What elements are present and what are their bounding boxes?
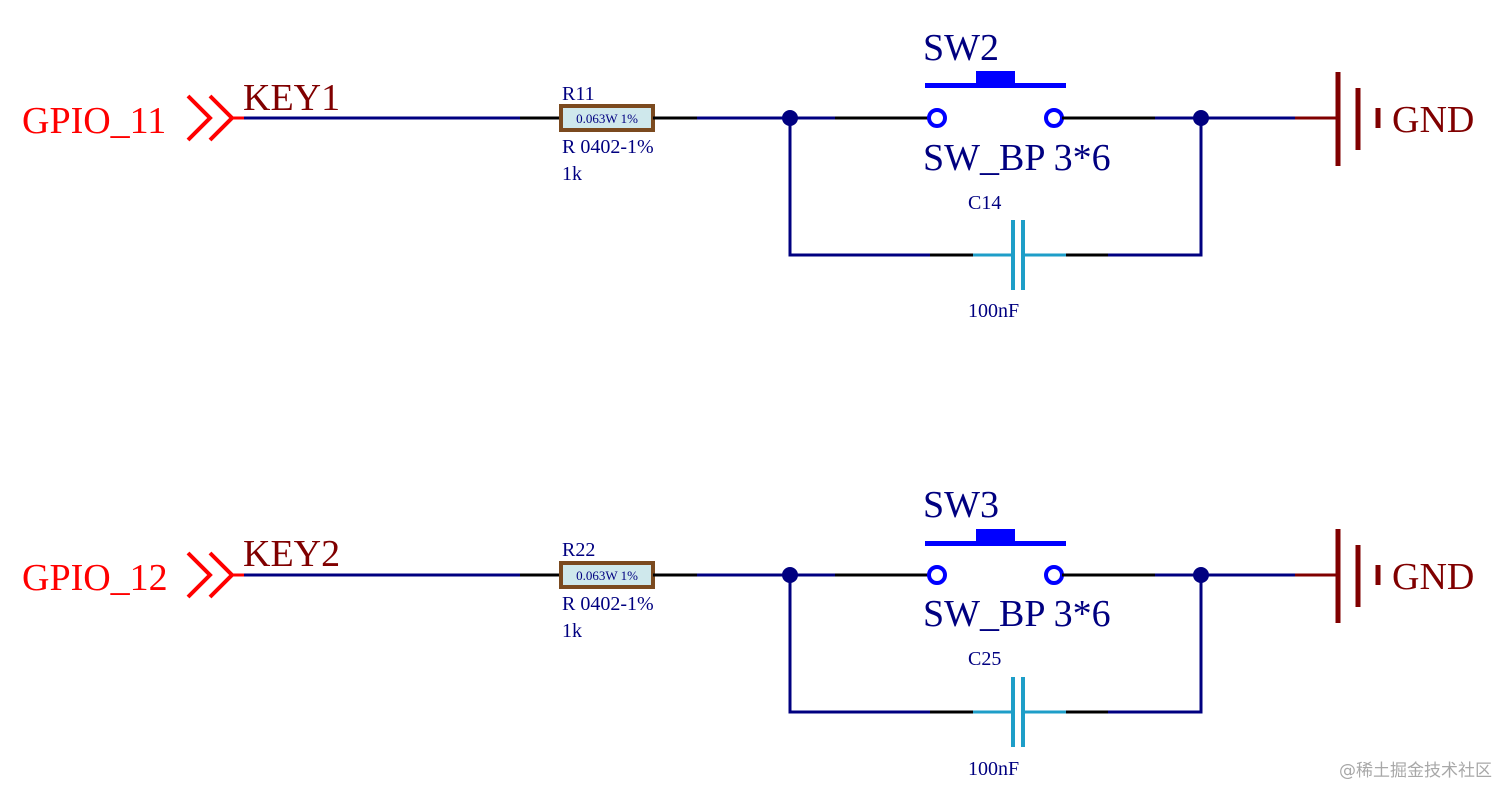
r11-value: 1k (562, 163, 582, 185)
r11-rating: 0.063W 1% (576, 111, 638, 126)
gnd-label-2: GND (1392, 556, 1474, 598)
sw2-plunger-button (976, 71, 1015, 84)
watermark: @稀土掘金技术社区 (1339, 761, 1492, 781)
c25-designator: C25 (968, 648, 1001, 670)
gpio11-port-label: GPIO_11 (22, 100, 166, 142)
gnd-label-1: GND (1392, 99, 1474, 141)
gnd-symbol-2-icon (1295, 529, 1381, 623)
sw3-contact-left (927, 565, 947, 585)
gpio11-port-arrow-icon (186, 94, 235, 142)
r22-designator: R22 (562, 539, 595, 561)
sw2-plunger-bar (925, 83, 1066, 88)
sw3-designator: SW3 (923, 484, 999, 526)
sw2-footprint: SW_BP 3*6 (923, 137, 1111, 179)
c14-branch-right-wire (1108, 118, 1203, 257)
c14-branch-left-wire (788, 118, 930, 257)
c25-value: 100nF (968, 758, 1019, 780)
c25-branch-right-wire (1108, 575, 1203, 714)
key1-circuit: GPIO_11 KEY1 0.063W 1% R11 R 0402-1% 1k … (22, 27, 1474, 322)
c14-value: 100nF (968, 300, 1019, 322)
c14-designator: C14 (968, 192, 1001, 214)
sw2-contact-left (927, 108, 947, 128)
sw3-contact-right (1044, 565, 1064, 585)
r11-footprint: R 0402-1% (562, 136, 654, 158)
gnd-symbol-1-icon (1295, 72, 1381, 166)
gpio12-port-arrow-icon (186, 551, 235, 599)
r11-designator: R11 (562, 83, 595, 105)
sw2-designator: SW2 (923, 27, 999, 69)
key2-net-label: KEY2 (243, 533, 340, 575)
key2-circuit: GPIO_12 KEY2 0.063W 1% R22 R 0402-1% 1k … (22, 484, 1474, 780)
sw2-contact-right (1044, 108, 1064, 128)
c25-branch-left-wire (788, 575, 930, 714)
r22-value: 1k (562, 620, 582, 642)
r22-footprint: R 0402-1% (562, 593, 654, 615)
sw3-plunger-button (976, 529, 1015, 542)
sw3-plunger-bar (925, 541, 1066, 546)
key1-net-label: KEY1 (243, 77, 340, 119)
gpio12-port-label: GPIO_12 (22, 557, 168, 599)
r22-rating: 0.063W 1% (576, 568, 638, 583)
sw3-footprint: SW_BP 3*6 (923, 593, 1111, 635)
